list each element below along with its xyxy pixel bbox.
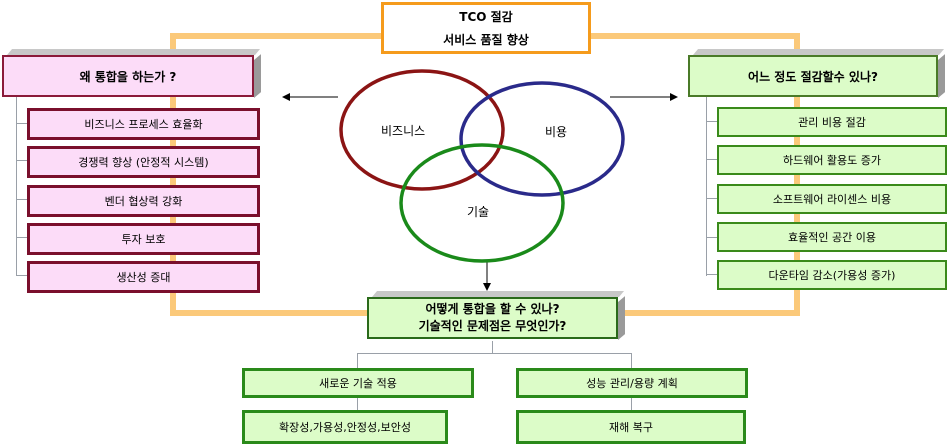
bottom-heading-line-1: 어떻게 통합을 할 수 있나? bbox=[425, 302, 560, 316]
right-branch bbox=[706, 274, 718, 275]
bottom-heading-line-2: 기술적인 문제점은 무엇인가? bbox=[418, 319, 567, 333]
left-item: 경쟁력 향상 (안정적 시스템) bbox=[27, 146, 260, 178]
bottom-item: 확장성,가용성,안정성,보안성 bbox=[242, 410, 448, 444]
title-box: TCO 절감 서비스 품질 향상 bbox=[381, 2, 591, 54]
right-item-text: 관리 비용 절감 bbox=[798, 116, 866, 129]
left-heading-text: 왜 통합을 하는가 ? bbox=[79, 69, 177, 84]
bottom-item-text: 확장성,가용성,안정성,보안성 bbox=[279, 421, 411, 434]
bottom-item: 성능 관리/용량 계획 bbox=[516, 368, 748, 398]
right-branch bbox=[706, 121, 718, 122]
left-item: 생산성 증대 bbox=[27, 261, 260, 293]
bottom-connector bbox=[492, 341, 493, 353]
right-item: 관리 비용 절감 bbox=[717, 107, 947, 137]
bottom-item: 재해 복구 bbox=[516, 410, 746, 444]
bottom-item-text: 재해 복구 bbox=[609, 421, 653, 434]
left-branch bbox=[16, 123, 28, 124]
venn-circle-business bbox=[339, 69, 505, 191]
right-branch bbox=[706, 237, 718, 238]
right-item: 하드웨어 활용도 증가 bbox=[717, 145, 947, 175]
bottom-connector bbox=[357, 353, 631, 354]
right-item-text: 효율적인 공간 이용 bbox=[788, 231, 876, 244]
right-heading-text: 어느 정도 절감할수 있나? bbox=[748, 69, 878, 84]
venn-label-cost: 비용 bbox=[545, 125, 568, 139]
bottom-item-text: 새로운 기술 적용 bbox=[319, 377, 397, 390]
right-item: 소프트웨어 라이센스 비용 bbox=[717, 184, 947, 214]
bottom-connector bbox=[631, 397, 632, 410]
venn-circle-tech bbox=[399, 143, 565, 263]
right-item: 다운타임 감소(가용성 증가) bbox=[717, 260, 947, 290]
left-item-text: 생산성 증대 bbox=[116, 271, 171, 284]
bottom-item: 새로운 기술 적용 bbox=[242, 368, 474, 398]
shadow bbox=[618, 296, 625, 340]
venn-label-tech: 기술 bbox=[467, 205, 490, 219]
bottom-item-text: 성능 관리/용량 계획 bbox=[586, 377, 678, 390]
right-branch bbox=[706, 159, 718, 160]
left-branch bbox=[16, 160, 28, 161]
title-line-2: 서비스 품질 향상 bbox=[443, 33, 529, 47]
right-item-text: 다운타임 감소(가용성 증가) bbox=[768, 269, 896, 282]
left-item-text: 비즈니스 프로세스 효율화 bbox=[84, 118, 203, 131]
title-line-1: TCO 절감 bbox=[459, 10, 513, 24]
left-branch bbox=[16, 237, 28, 238]
left-heading: 왜 통합을 하는가 ? bbox=[2, 49, 261, 98]
left-item-text: 경쟁력 향상 (안정적 시스템) bbox=[78, 156, 209, 169]
left-item-text: 투자 보호 bbox=[121, 233, 166, 246]
bottom-heading: 어떻게 통합을 할 수 있나? 기술적인 문제점은 무엇인가? bbox=[367, 291, 625, 340]
bottom-connector bbox=[357, 353, 358, 369]
left-branch bbox=[16, 275, 28, 276]
venn-label-business: 비즈니스 bbox=[381, 124, 426, 138]
left-tree-line bbox=[16, 96, 17, 276]
bottom-connector bbox=[631, 353, 632, 369]
shadow bbox=[372, 291, 625, 297]
left-branch bbox=[16, 199, 28, 200]
bottom-connector bbox=[357, 397, 358, 410]
right-tree-line bbox=[706, 96, 707, 276]
right-heading: 어느 정도 절감할수 있나? bbox=[688, 49, 945, 98]
right-item-text: 하드웨어 활용도 증가 bbox=[782, 154, 882, 167]
right-item: 효율적인 공간 이용 bbox=[717, 222, 947, 252]
left-item-text: 벤더 협상력 강화 bbox=[104, 195, 183, 208]
left-item: 비즈니스 프로세스 효율화 bbox=[27, 108, 260, 140]
left-item: 벤더 협상력 강화 bbox=[27, 185, 260, 217]
right-branch bbox=[706, 198, 718, 199]
left-item: 투자 보호 bbox=[27, 223, 260, 255]
venn-circle-cost bbox=[459, 81, 625, 197]
right-item-text: 소프트웨어 라이센스 비용 bbox=[772, 193, 892, 206]
